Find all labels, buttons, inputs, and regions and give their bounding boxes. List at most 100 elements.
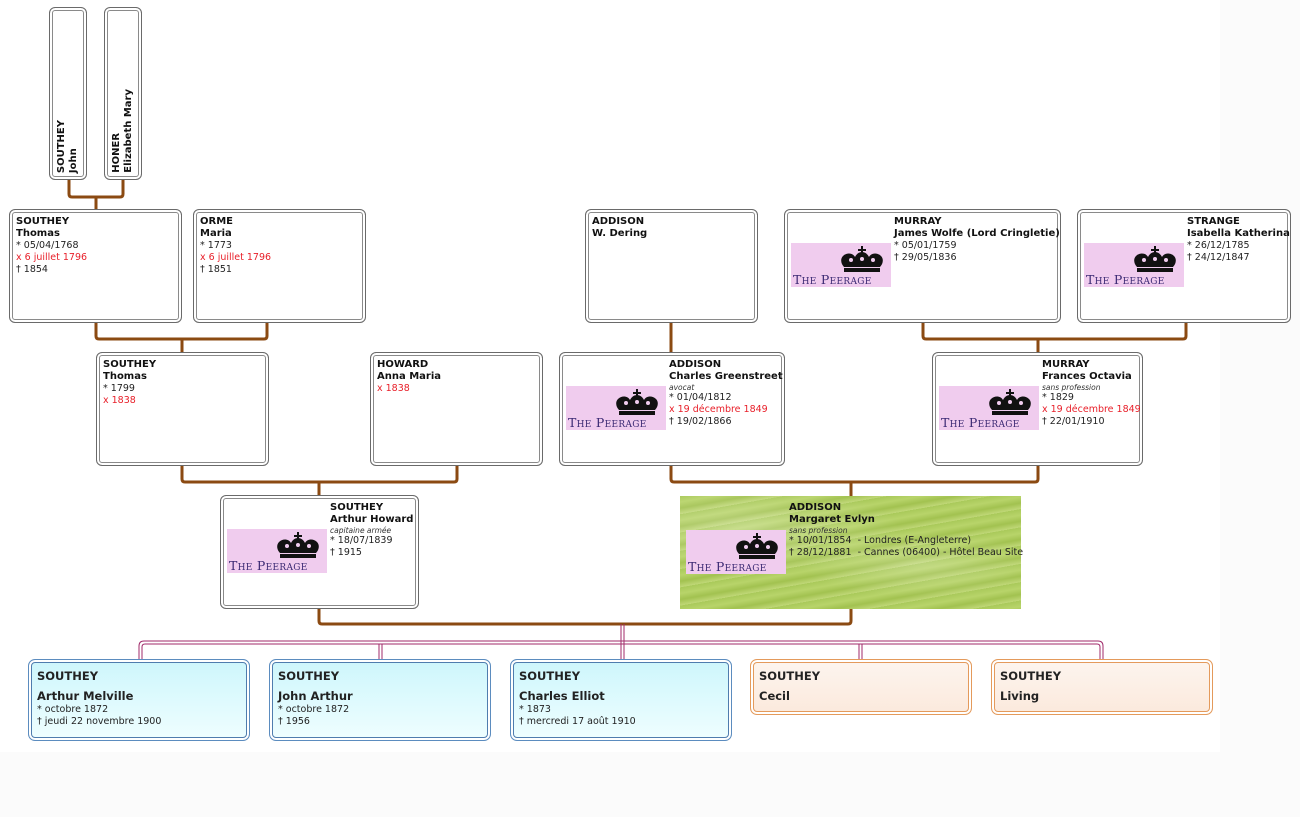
surname: SOUTHEY (37, 669, 99, 683)
death: † 24/12/1847 (1187, 252, 1250, 263)
person-card-arthur-southey[interactable]: The Peerage SOUTHEY Arthur Howard capita… (220, 495, 419, 609)
person-card-charles-addison[interactable]: The Peerage ADDISON Charles Greenstreet … (559, 352, 785, 466)
death: † 22/01/1910 (1042, 416, 1105, 427)
birth: * 1873 (519, 704, 551, 715)
given-name: Anna Maria (377, 371, 442, 382)
birth: * 1773 (200, 240, 232, 251)
given-name: Thomas (16, 228, 60, 239)
marriage: x 6 juillet 1796 (200, 252, 272, 263)
given-name: Arthur Howard (330, 514, 414, 525)
person-card-thomas-southey-jr[interactable]: SOUTHEY Thomas * 1799 x 1838 (96, 352, 269, 466)
birth: * 1829 (1042, 392, 1074, 403)
given-name: Living (1000, 689, 1040, 703)
given-name: Charles Elliot (519, 689, 605, 703)
surname: ADDISON (592, 216, 645, 227)
peerage-logo-text: The Peerage (688, 559, 767, 574)
birth: * 05/04/1768 (16, 240, 79, 251)
surname: ADDISON (789, 502, 842, 513)
marriage: x 1838 (103, 395, 136, 406)
person-card-james-murray[interactable]: The Peerage MURRAY James Wolfe (Lord Cri… (784, 209, 1061, 323)
surname: SOUTHEY (519, 669, 581, 683)
person-card-thomas-southey-sr[interactable]: SOUTHEY Thomas * 05/04/1768 x 6 juillet … (9, 209, 182, 323)
birth: * 10/01/1854 - Londres (E-Angleterre) (789, 535, 972, 546)
person-card-w-dering-addison[interactable]: ADDISON W. Dering (585, 209, 758, 323)
death: † 19/02/1866 (669, 416, 732, 427)
surname: ORME (200, 216, 233, 227)
surname: ADDISON (669, 359, 722, 370)
child-card-john-arthur[interactable]: SOUTHEY John Arthur * octobre 1872 † 195… (269, 659, 491, 741)
child-card-cecil[interactable]: SOUTHEY Cecil (750, 659, 972, 715)
surname: SOUTHEY (330, 502, 384, 513)
given-name: W. Dering (592, 228, 648, 239)
given-name: Charles Greenstreet (669, 371, 783, 382)
peerage-logo-text: The Peerage (229, 558, 308, 573)
surname: MURRAY (894, 216, 942, 227)
child-card-living[interactable]: SOUTHEY Living (991, 659, 1213, 715)
person-card-frances-murray[interactable]: The Peerage MURRAY Frances Octavia sans … (932, 352, 1143, 466)
crown-icon (616, 389, 658, 415)
surname: MURRAY (1042, 359, 1090, 370)
person-card-maria-orme[interactable]: ORME Maria * 1773 x 6 juillet 1796 † 185… (193, 209, 366, 323)
crown-icon (277, 532, 319, 558)
given-name: James Wolfe (Lord Cringletie) (894, 228, 1060, 239)
child-card-charles-elliot[interactable]: SOUTHEY Charles Elliot * 1873 † mercredi… (510, 659, 732, 741)
peerage-logo: The Peerage (791, 243, 891, 287)
peerage-logo: The Peerage (939, 386, 1039, 430)
occupation: sans profession (789, 526, 848, 535)
person-card-isabella-strange[interactable]: The Peerage STRANGE Isabella Katherina *… (1077, 209, 1291, 323)
surname: STRANGE (1187, 216, 1240, 227)
surname: SOUTHEY (103, 359, 157, 370)
marriage: x 19 décembre 1849 (669, 404, 768, 415)
surname: SOUTHEY (759, 669, 821, 683)
crown-icon (736, 533, 778, 559)
birth: * octobre 1872 (37, 704, 109, 715)
death: † 29/05/1836 (894, 252, 957, 263)
death: † jeudi 22 novembre 1900 (37, 716, 162, 727)
given-name: Isabella Katherina (1187, 228, 1290, 239)
occupation: capitaine armée (330, 526, 392, 535)
birth: * 05/01/1759 (894, 240, 957, 251)
peerage-logo-text: The Peerage (941, 415, 1020, 430)
crown-icon (989, 389, 1031, 415)
occupation: avocat (669, 383, 695, 392)
death: † 28/12/1881 - Cannes (06400) - Hôtel Be… (789, 547, 1024, 558)
death: † 1956 (278, 716, 310, 727)
crown-icon (1134, 246, 1176, 272)
person-card-margaret-addison[interactable]: The Peerage ADDISON Margaret Evlyn sans … (680, 496, 1024, 609)
peerage-logo: The Peerage (227, 529, 327, 573)
birth: * 1799 (103, 383, 135, 394)
peerage-logo-text: The Peerage (568, 415, 647, 430)
given-name: Maria (200, 228, 232, 239)
peerage-logo-text: The Peerage (1086, 272, 1165, 287)
peerage-logo: The Peerage (566, 386, 666, 430)
surname: SOUTHEY (1000, 669, 1062, 683)
peerage-logo: The Peerage (1084, 243, 1184, 287)
peerage-logo: The Peerage (686, 530, 786, 574)
surname: SOUTHEY (16, 216, 70, 227)
given-name: Frances Octavia (1042, 371, 1132, 382)
marriage: x 19 décembre 1849 (1042, 404, 1141, 415)
child-card-arthur-melville[interactable]: SOUTHEY Arthur Melville * octobre 1872 †… (28, 659, 250, 741)
death: † 1915 (330, 547, 362, 558)
death: † 1854 (16, 264, 48, 275)
death: † mercredi 17 août 1910 (519, 716, 636, 727)
peerage-logo-text: The Peerage (793, 272, 872, 287)
surname: HOWARD (377, 359, 429, 370)
surname: SOUTHEY (278, 669, 340, 683)
death: † 1851 (200, 264, 232, 275)
given-name: Thomas (103, 371, 147, 382)
person-card-anna-howard[interactable]: HOWARD Anna Maria x 1838 (370, 352, 543, 466)
crown-icon (841, 246, 883, 272)
marriage: x 1838 (377, 383, 410, 394)
given-name: Cecil (759, 689, 790, 703)
occupation: sans profession (1042, 383, 1101, 392)
given-name: John Arthur (278, 689, 353, 703)
given-name: Arthur Melville (37, 689, 134, 703)
given-name: Margaret Evlyn (789, 514, 875, 525)
birth: * octobre 1872 (278, 704, 350, 715)
birth: * 26/12/1785 (1187, 240, 1250, 251)
